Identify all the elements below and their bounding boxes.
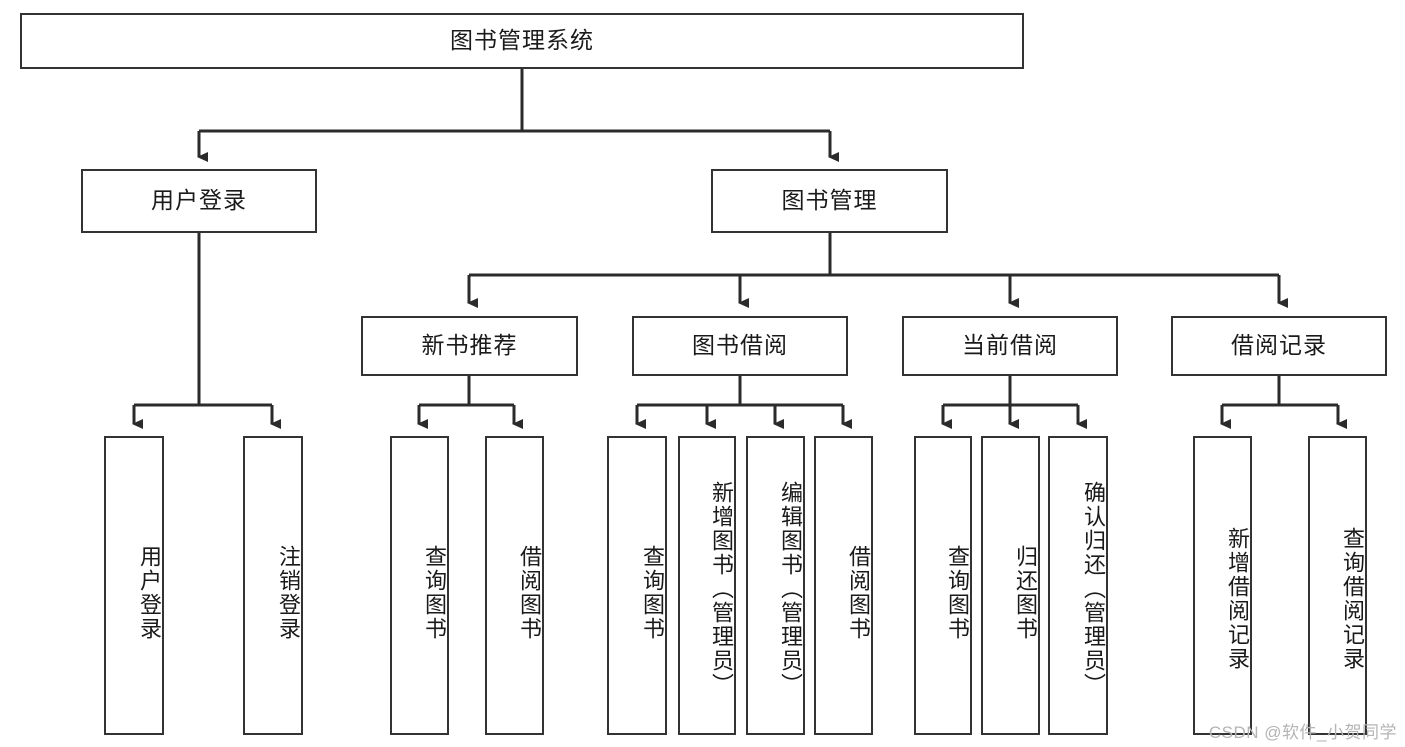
leaf-user-login-login[interactable]: 用户登录 xyxy=(104,436,164,735)
leaf-label: 查询借阅记录 xyxy=(1340,526,1365,671)
leaf-label: 用户登录 xyxy=(137,544,162,641)
leaf-label: 新增图书（管理员） xyxy=(709,480,734,697)
csdn-watermark: CSDN @软件_小贺同学 xyxy=(1208,723,1397,742)
leaf-label: 确认归还（管理员） xyxy=(1081,480,1106,697)
leaf-label: 查询图书 xyxy=(640,544,665,641)
leaf-current-borrow-confirm[interactable]: 确认归还（管理员） xyxy=(1048,436,1108,735)
node-current-borrow[interactable]: 当前借阅 xyxy=(902,316,1118,376)
node-user-login[interactable]: 用户登录 xyxy=(81,169,317,233)
leaf-book-borrow-query[interactable]: 查询图书 xyxy=(607,436,667,735)
leaf-current-borrow-return[interactable]: 归还图书 xyxy=(981,436,1040,735)
leaf-new-book-borrow[interactable]: 借阅图书 xyxy=(485,436,544,735)
node-book-borrow[interactable]: 图书借阅 xyxy=(632,316,848,376)
leaf-label: 注销登录 xyxy=(276,544,301,641)
leaf-label: 借阅图书 xyxy=(846,544,871,641)
node-borrow-record[interactable]: 借阅记录 xyxy=(1171,316,1387,376)
node-book-management[interactable]: 图书管理 xyxy=(711,169,948,233)
leaf-current-borrow-query[interactable]: 查询图书 xyxy=(914,436,972,735)
node-root-system[interactable]: 图书管理系统 xyxy=(20,13,1024,69)
leaf-book-borrow-edit[interactable]: 编辑图书（管理员） xyxy=(746,436,805,735)
leaf-label: 查询图书 xyxy=(945,544,970,641)
leaf-user-login-logout[interactable]: 注销登录 xyxy=(243,436,303,735)
leaf-label: 新增借阅记录 xyxy=(1225,526,1250,671)
leaf-borrow-record-query[interactable]: 查询借阅记录 xyxy=(1308,436,1367,735)
leaf-label: 编辑图书（管理员） xyxy=(778,480,803,697)
leaf-label: 借阅图书 xyxy=(517,544,542,641)
leaf-book-borrow-borrow[interactable]: 借阅图书 xyxy=(814,436,873,735)
node-new-book-recommend[interactable]: 新书推荐 xyxy=(361,316,578,376)
leaf-book-borrow-add[interactable]: 新增图书（管理员） xyxy=(678,436,736,735)
leaf-borrow-record-add[interactable]: 新增借阅记录 xyxy=(1193,436,1252,735)
leaf-new-book-query[interactable]: 查询图书 xyxy=(390,436,449,735)
leaf-label: 查询图书 xyxy=(422,544,447,641)
leaf-label: 归还图书 xyxy=(1013,544,1038,641)
